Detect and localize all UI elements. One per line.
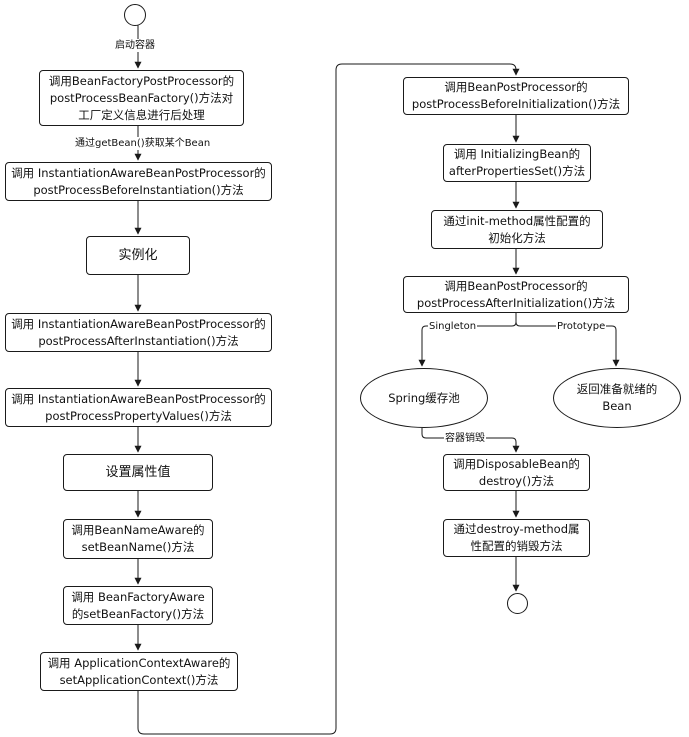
node-line: 通过destroy-method属 <box>453 522 580 536</box>
node-line: destroy()方法 <box>478 473 555 488</box>
node-bean-name-aware: 调用BeanNameAware的 setBeanName()方法 <box>63 519 213 559</box>
node-line: 性配置的销毁方法 <box>470 539 563 553</box>
node-set-property-values: 设置属性值 <box>63 454 213 491</box>
node-init-method: 通过init-method属性配置的 初始化方法 <box>431 210 603 249</box>
node-disposable-bean: 调用DisposableBean的 destroy()方法 <box>443 454 590 491</box>
node-initializing-bean: 调用 InitializingBean的 afterPropertiesSet(… <box>443 144 591 182</box>
node-line: Bean <box>602 399 632 413</box>
node-line: postProcessBeforeInstantiation()方法 <box>33 182 244 197</box>
node-destroy-method: 通过destroy-method属 性配置的销毁方法 <box>443 519 590 557</box>
edge-label-prototype: Prototype <box>556 320 607 333</box>
node-line: postProcessBeanFactory()方法对 <box>49 90 234 105</box>
node-line: 调用 InstantiationAwareBeanPostProcessor的 <box>11 391 266 406</box>
node-after-initialization: 调用BeanPostProcessor的 postProcessAfterIni… <box>403 276 629 313</box>
node-line: postProcessPropertyValues()方法 <box>45 408 232 423</box>
node-before-initialization: 调用BeanPostProcessor的 postProcessBeforeIn… <box>403 77 629 115</box>
node-line: 设置属性值 <box>105 465 171 480</box>
node-line: 实例化 <box>118 248 158 263</box>
node-line: 调用BeanFactoryPostProcessor的 <box>48 73 235 88</box>
node-spring-cache-pool: Spring缓存池 <box>360 368 488 428</box>
edge-n9-n10 <box>137 63 520 735</box>
node-line: 的setBeanFactory()方法 <box>71 606 205 621</box>
node-line: 调用 InstantiationAwareBeanPostProcessor的 <box>11 165 266 180</box>
node-line: 调用 InstantiationAwareBeanPostProcessor的 <box>11 316 266 331</box>
node-line: 调用 BeanFactoryAware <box>71 589 205 604</box>
node-line: 调用BeanNameAware的 <box>71 523 205 537</box>
node-line: 调用 InitializingBean的 <box>453 147 581 161</box>
node-line: 调用BeanPostProcessor的 <box>444 278 588 293</box>
node-line: Spring缓存池 <box>388 390 460 405</box>
node-return-ready-bean: 返回准备就绪的 Bean <box>553 368 681 428</box>
node-bean-factory-aware: 调用 BeanFactoryAware 的setBeanFactory()方法 <box>63 586 213 625</box>
node-line: setBeanName()方法 <box>81 540 195 554</box>
node-line: setApplicationContext()方法 <box>59 672 219 687</box>
node-line: 工厂定义信息进行后处理 <box>78 107 205 122</box>
edge-label-get-bean: 通过getBean()获取某个Bean <box>74 137 212 150</box>
node-before-instantiation: 调用 InstantiationAwareBeanPostProcessor的 … <box>5 162 272 201</box>
node-line: 调用DisposableBean的 <box>453 456 580 471</box>
node-line: postProcessAfterInitialization()方法 <box>416 295 616 310</box>
node-line: 调用 ApplicationContextAware的 <box>47 655 231 670</box>
node-line: 返回准备就绪的 <box>576 382 658 396</box>
node-line: 通过init-method属性配置的 <box>443 213 591 228</box>
node-application-context-aware: 调用 ApplicationContextAware的 setApplicati… <box>40 652 238 691</box>
node-line: postProcessAfterInstantiation()方法 <box>38 333 239 348</box>
node-line: afterPropertiesSet()方法 <box>448 164 586 178</box>
edge-label-singleton: Singleton <box>428 320 478 333</box>
start-node <box>124 4 146 26</box>
edge-label-container-destroy: 容器销毁 <box>444 432 486 445</box>
node-instantiate: 实例化 <box>86 236 190 275</box>
node-line: 初始化方法 <box>488 230 546 245</box>
edge-label-start-container: 启动容器 <box>114 39 156 52</box>
node-line: 调用BeanPostProcessor的 <box>444 80 588 94</box>
node-bean-factory-post-processor: 调用BeanFactoryPostProcessor的 postProcessB… <box>39 70 244 126</box>
node-post-process-property-values: 调用 InstantiationAwareBeanPostProcessor的 … <box>5 388 272 427</box>
node-line: postProcessBeforeInitialization()方法 <box>411 97 621 111</box>
node-after-instantiation: 调用 InstantiationAwareBeanPostProcessor的 … <box>5 313 272 352</box>
end-node <box>507 593 528 614</box>
